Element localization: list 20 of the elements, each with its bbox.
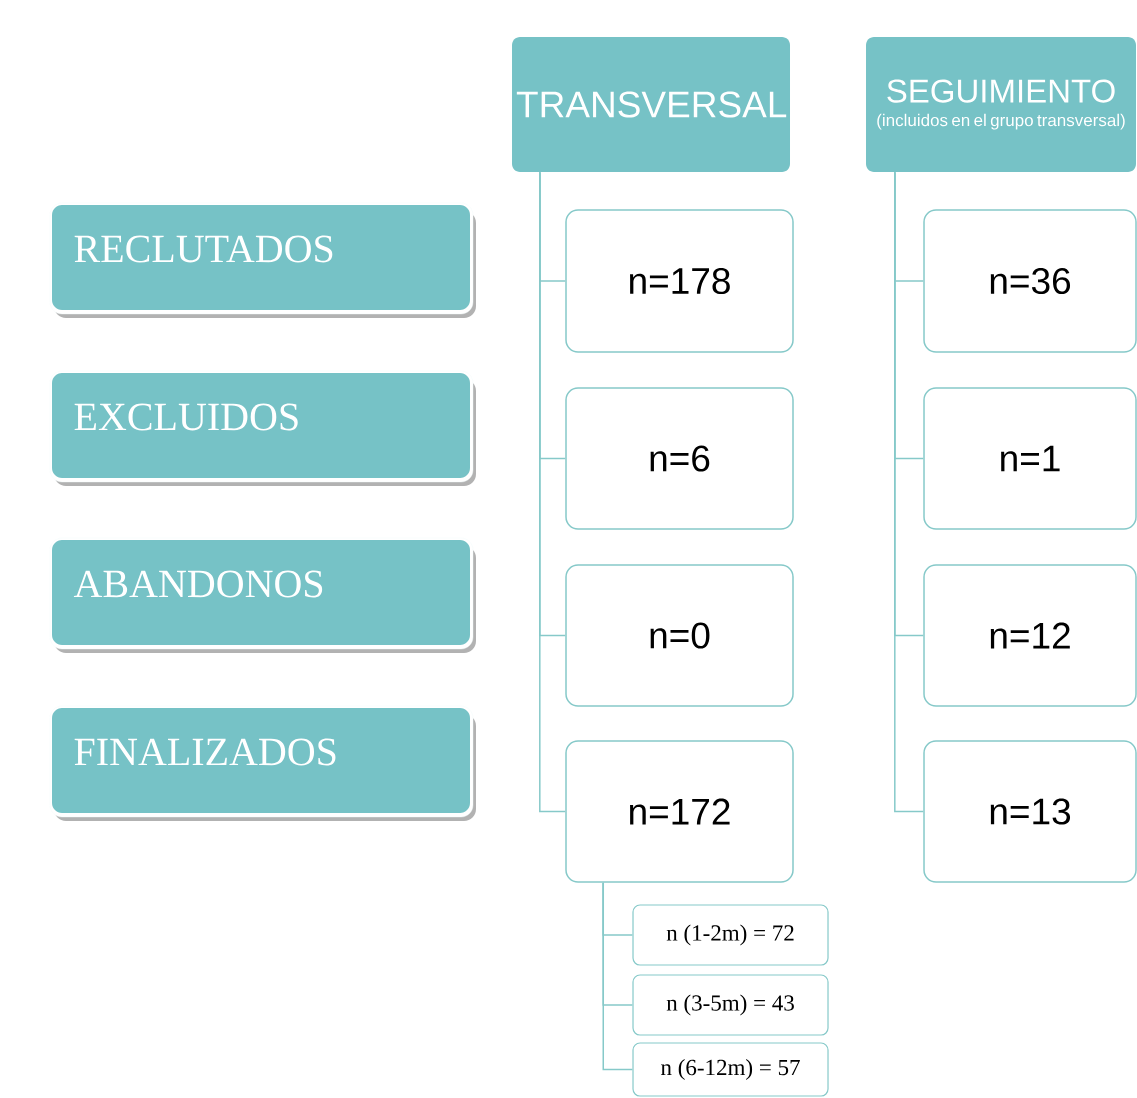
connector-line <box>894 171 924 813</box>
count-box: n=1 <box>923 387 1137 530</box>
connector-line <box>539 171 566 813</box>
subgroup-box: n (1-2m) = 72 <box>632 904 829 966</box>
connector-line <box>602 882 634 1071</box>
category-box: FINALIZADOS <box>49 705 476 821</box>
category-box: RECLUTADOS <box>49 202 476 318</box>
count-box: n=12 <box>923 564 1137 707</box>
column-header: SEGUIMIENTO (incluidos en el grupo transversal) <box>866 37 1136 172</box>
subgroup-box: n (6-12m) = 57 <box>632 1042 829 1097</box>
category-box: EXCLUIDOS <box>49 370 476 486</box>
count-box: n=13 <box>923 740 1137 883</box>
count-box: n=0 <box>565 564 794 707</box>
count-box: n=178 <box>565 209 794 353</box>
count-box: n=6 <box>565 387 794 530</box>
count-box: n=172 <box>565 740 794 883</box>
category-box: ABANDONOS <box>49 537 476 653</box>
column-header: TRANSVERSAL <box>512 37 790 172</box>
count-box: n=36 <box>923 209 1137 353</box>
subgroup-box: n (3-5m) = 43 <box>632 974 829 1036</box>
